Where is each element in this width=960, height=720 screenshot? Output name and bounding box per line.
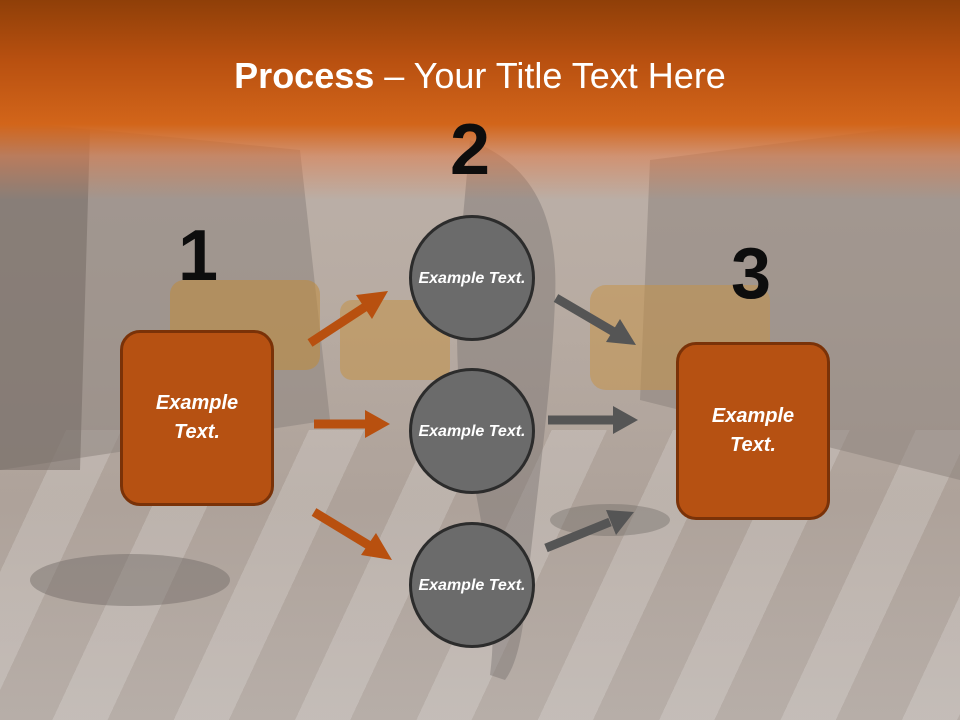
step-number-1: 1 — [178, 216, 219, 296]
process-circle-bottom: Example Text. — [409, 522, 535, 648]
process-circle-middle-text: Example Text. — [418, 422, 526, 440]
step-box-3-text: Example Text. — [711, 405, 795, 456]
step-box-1-text: Example Text. — [155, 392, 239, 443]
process-circle-top-text: Example Text. — [418, 269, 526, 287]
process-circle-bottom-text: Example Text. — [418, 576, 526, 594]
title-band — [0, 0, 960, 200]
step-number-3: 3 — [731, 234, 772, 314]
title-rest: – Your Title Text Here — [374, 55, 726, 96]
step-number-2: 2 — [450, 110, 491, 190]
title-bold: Process — [234, 55, 375, 96]
step-box-3: Example Text. — [676, 342, 830, 520]
process-circle-top: Example Text. — [409, 215, 535, 341]
slide-title: Process – Your Title Text Here — [0, 54, 960, 98]
process-circle-middle: Example Text. — [409, 368, 535, 494]
step-box-1: Example Text. — [120, 330, 274, 506]
